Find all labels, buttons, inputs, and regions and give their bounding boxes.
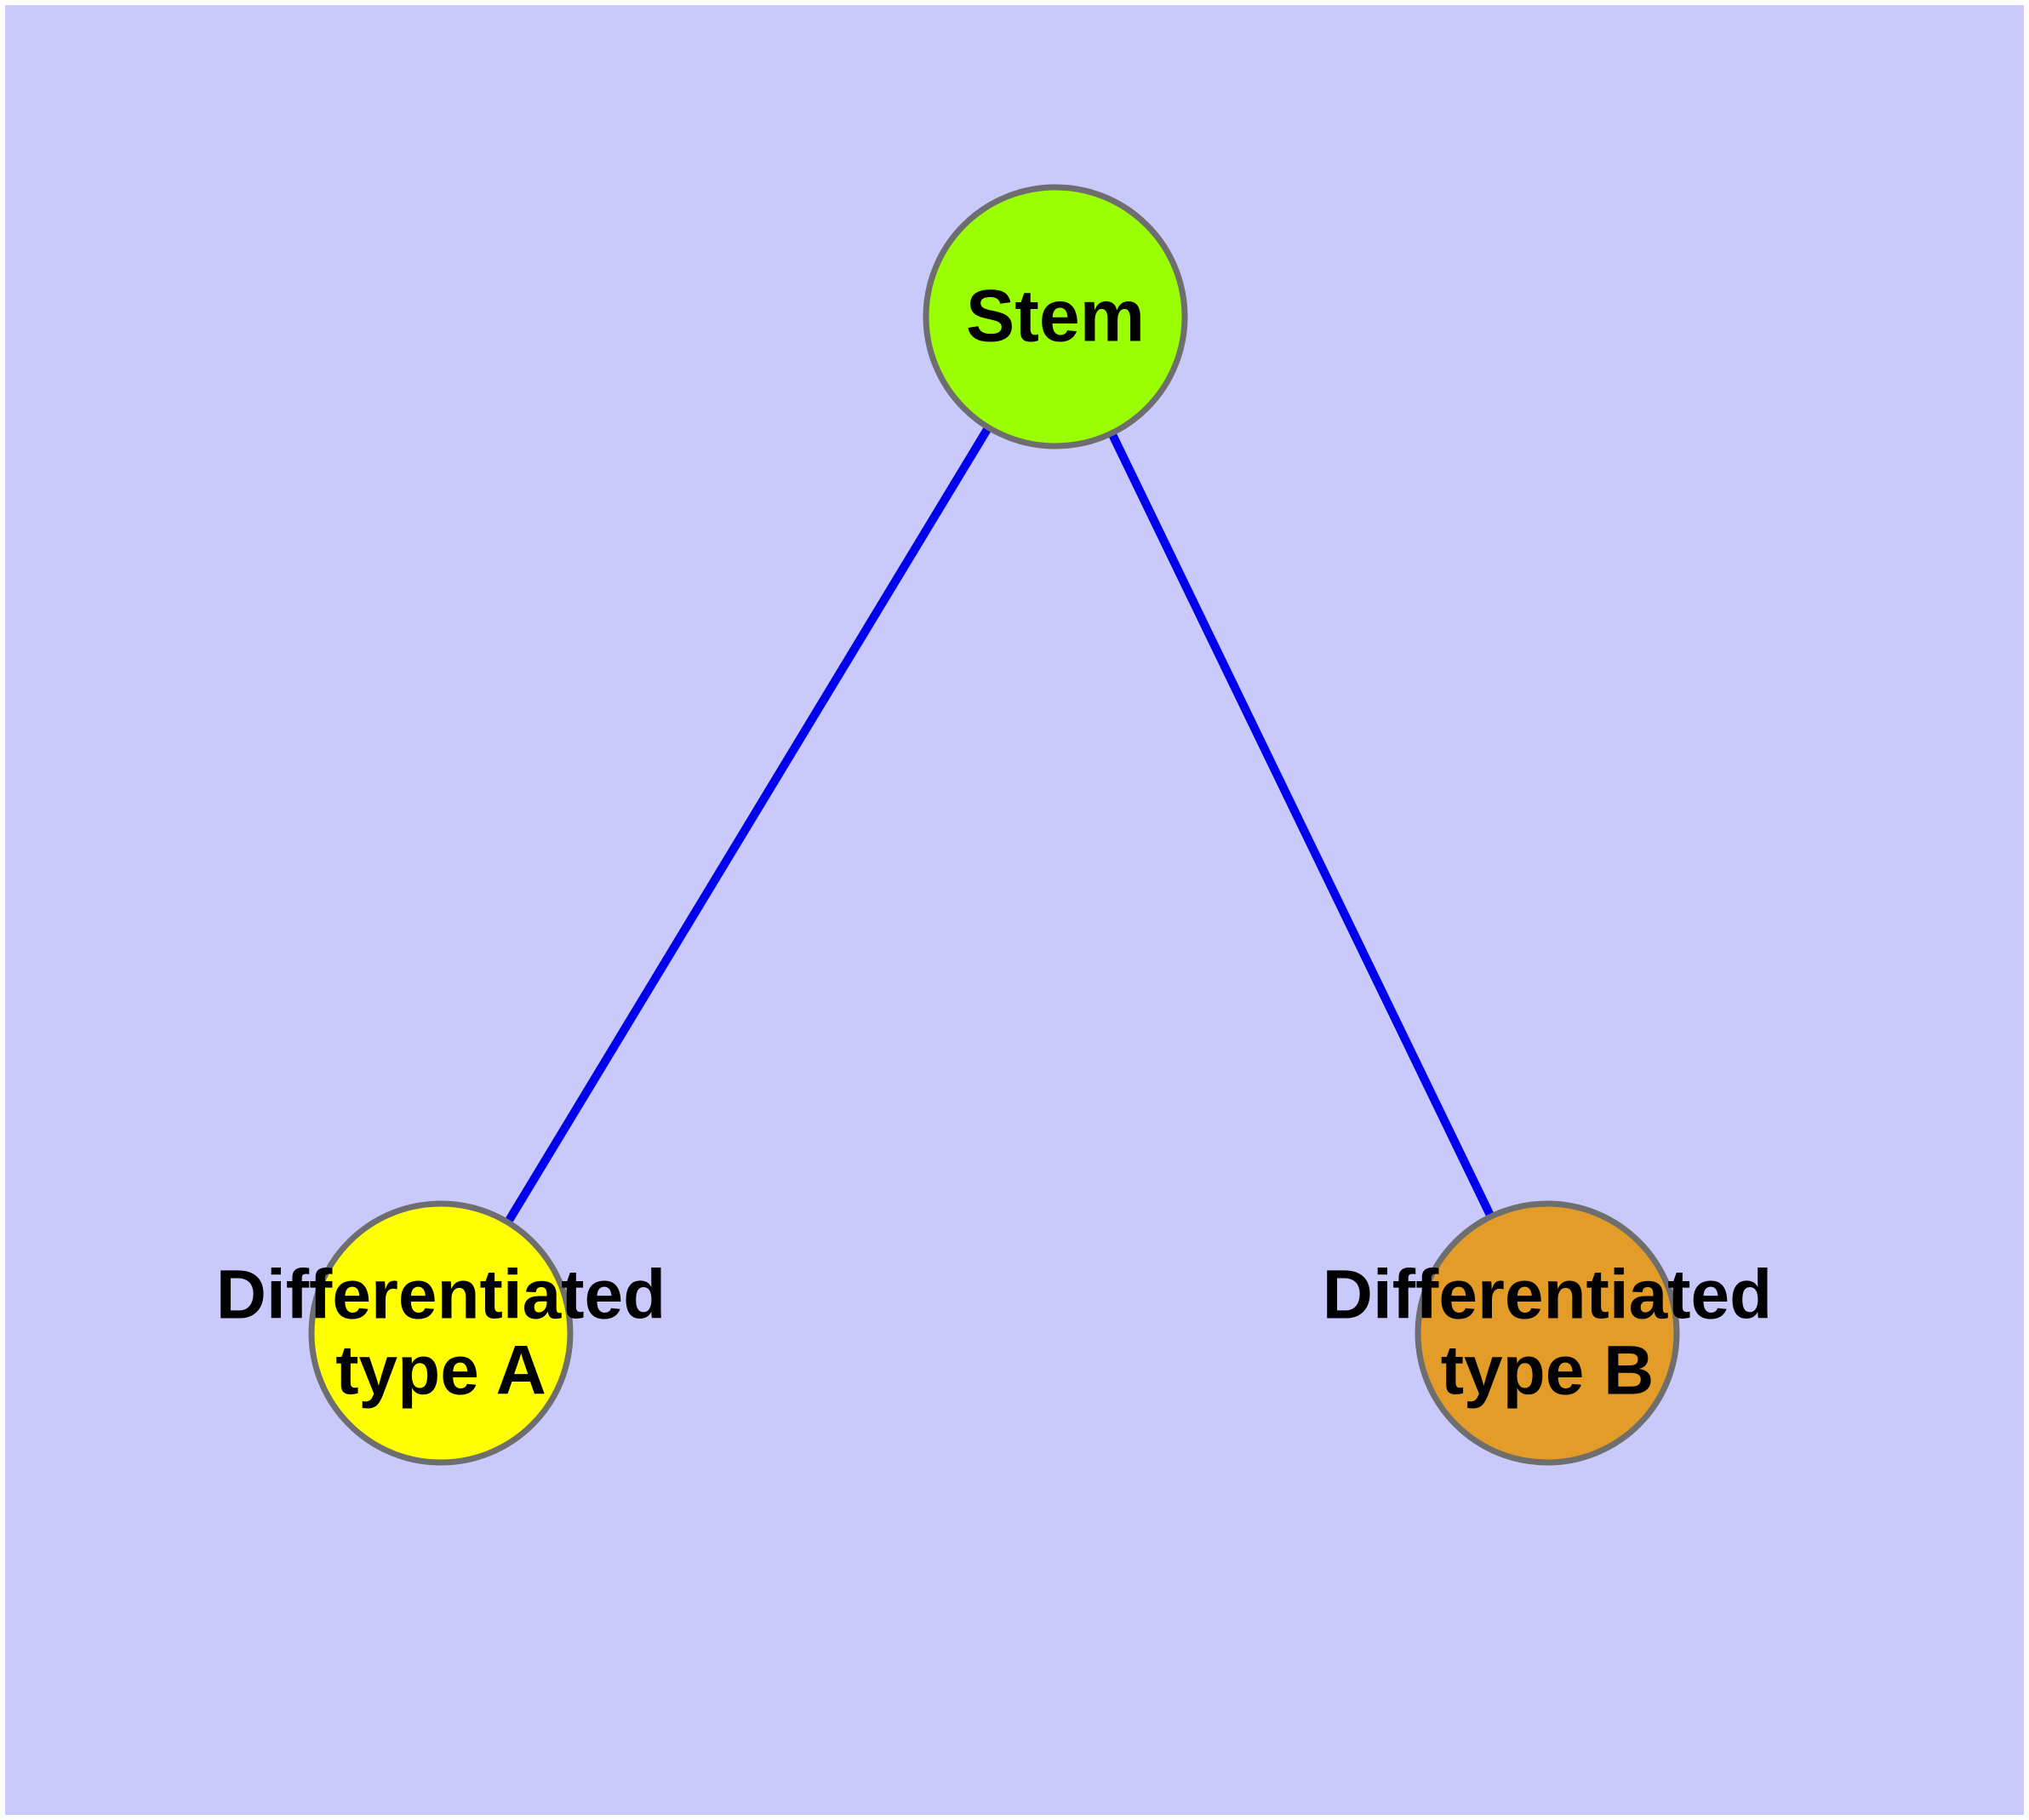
edge-stem-to-type-a[interactable] bbox=[504, 425, 992, 1225]
node-layer bbox=[308, 184, 1680, 1466]
node-circle-stem[interactable] bbox=[923, 184, 1188, 449]
edge-stem-to-type-b[interactable] bbox=[1107, 431, 1495, 1219]
node-circle-type-b[interactable] bbox=[1415, 1200, 1680, 1466]
node-circle-type-a[interactable] bbox=[308, 1200, 574, 1466]
edge-layer bbox=[504, 425, 1495, 1225]
